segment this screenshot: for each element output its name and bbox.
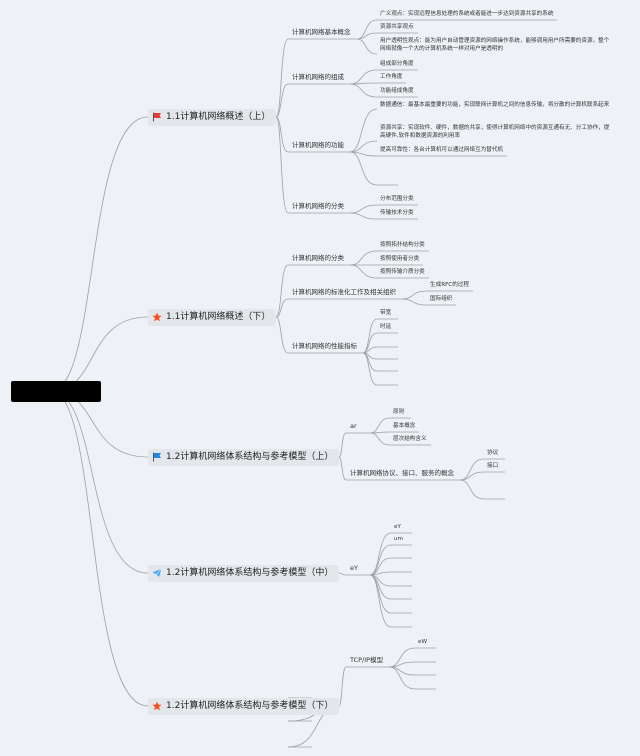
subtopic-1-2[interactable]: 计算机网络的组成 <box>292 73 344 81</box>
leaf-link-0-1-0 <box>349 69 378 85</box>
leaf-1-3-1[interactable]: 数据通信：最基本最重要的功能，实现联网计算机之间的信息传输，将分散的计算机联系起… <box>380 102 610 108</box>
subtopic-4-1[interactable]: eY <box>350 564 358 572</box>
orange-star-icon <box>152 312 162 322</box>
branch-link-4-0 <box>338 666 347 707</box>
leaf-1-2-2[interactable]: 工作角度 <box>380 74 403 80</box>
main-topic-4[interactable]: 1.2计算机网络体系结构与参考模型（中） <box>148 565 340 582</box>
leaf-link-0-3-1 <box>349 212 378 220</box>
subtopic-1-1[interactable]: 计算机网络基本概念 <box>292 28 351 36</box>
leaf-1-1-3[interactable]: 用户透明性观点：能为用户自动管理资源的网络操作系统，能够调用用户所需要的资源，整… <box>380 38 610 53</box>
leaf-3-2-1[interactable]: 协议 <box>487 450 499 456</box>
branch-link-0-1 <box>275 83 289 118</box>
subtopic-5-1[interactable]: TCP/IP模型 <box>350 656 384 664</box>
leaf-1-2-1[interactable]: 组成部分角度 <box>380 61 414 67</box>
main-topic-1[interactable]: 1.1计算机网络概述（上） <box>148 109 277 126</box>
leaf-link-0-2-0 <box>349 108 378 153</box>
leaf-link-1-2-1 <box>362 332 378 354</box>
leaf-link-1-0-0 <box>349 250 378 266</box>
subtopic-2-1[interactable]: 计算机网络的分类 <box>292 254 344 262</box>
leaf-link-3-0-0 <box>369 532 392 576</box>
subtopic-3-2[interactable]: 计算机网络协议、接口、服务的概念 <box>350 469 454 477</box>
leaf-2-3-2[interactable]: 时延 <box>380 324 392 330</box>
leaf-link-3-0-2 <box>369 557 392 576</box>
leaf-link-0-2-3 <box>349 151 378 186</box>
leaf-3-1-2[interactable]: 基本概念 <box>393 423 416 429</box>
leaf-2-1-2[interactable]: 按照使用者分类 <box>380 256 420 262</box>
leaf-link-1-2-0 <box>362 318 378 354</box>
leaf-link-0-0-2 <box>356 38 378 55</box>
branch-link-1-2 <box>275 316 289 354</box>
leaf-link-3-0-1 <box>369 544 392 576</box>
leaf-link-1-1-1 <box>401 298 428 306</box>
leaf-link-0-1-2 <box>349 83 378 98</box>
red-flag-icon <box>152 112 162 122</box>
leaf-3-1-1[interactable]: 原则 <box>393 409 405 415</box>
subtopic-1-3[interactable]: 计算机网络的功能 <box>292 141 344 149</box>
leaf-link-0-0-1 <box>356 32 378 40</box>
leaf-1-4-2[interactable]: 传输技术分类 <box>380 210 414 216</box>
mindmap-root[interactable] <box>11 381 101 402</box>
orange-star-icon <box>152 701 162 711</box>
leaf-link-0-0-0 <box>356 19 378 40</box>
blue-flag-icon <box>152 452 162 462</box>
paper-plane-icon <box>152 568 162 578</box>
leaf-link-1-1-0 <box>401 290 428 300</box>
branch-link-2-1 <box>338 456 347 481</box>
branch-link-1-1 <box>275 298 289 318</box>
leaf-1-1-1[interactable]: 广义观点：实现远程信息处理的系统或者能进一步达到资源共享的系统 <box>380 11 554 17</box>
leaf-link-2-1-2 <box>459 479 485 500</box>
leaf-link-4-0-3 <box>388 666 416 690</box>
leaf-2-3-1[interactable]: 带宽 <box>380 310 392 316</box>
leaf-link-0-2-1 <box>349 140 378 153</box>
branch-link-2-0 <box>338 432 347 458</box>
root-link-0 <box>50 116 149 392</box>
root-link-4 <box>50 390 149 707</box>
leaf-link-0-2-2 <box>349 151 378 157</box>
subtopic-2-3[interactable]: 计算机网络的性能指标 <box>292 342 357 350</box>
main-topic-5[interactable]: 1.2计算机网络体系结构与参考模型（下） <box>148 698 340 715</box>
leaf-link-2-0-0 <box>369 417 391 434</box>
leaf-4-1-2[interactable]: um <box>394 536 403 542</box>
leaf-link-2-1-1 <box>459 471 485 481</box>
leaf-link-3-0-7 <box>369 574 392 628</box>
branch-link-0-3 <box>275 116 289 214</box>
leaf-3-1-3[interactable]: 层次结构含义 <box>393 436 427 442</box>
subtopic-1-4[interactable]: 计算机网络的分类 <box>292 202 344 210</box>
leaf-2-2-1[interactable]: 生成RFC的过程 <box>430 282 469 288</box>
leaf-link-2-1-0 <box>459 458 485 481</box>
leaf-link-1-0-2 <box>349 264 378 279</box>
leaf-3-2-2[interactable]: 接口 <box>487 463 499 469</box>
leaf-2-1-3[interactable]: 按照传输介质分类 <box>380 269 425 275</box>
leaf-link-0-3-0 <box>349 204 378 214</box>
leaf-2-2-2[interactable]: 国际组织 <box>430 296 453 302</box>
main-topic-3[interactable]: 1.2计算机网络体系结构与参考模型（上） <box>148 449 340 466</box>
root-link-3 <box>50 390 149 574</box>
leaf-link-1-2-5 <box>362 352 378 386</box>
leaf-1-3-3[interactable]: 提高可靠性：各台计算机可以通过网络互为替代机 <box>380 147 504 153</box>
leaf-link-1-2-4 <box>362 352 378 372</box>
leaf-1-4-1[interactable]: 分布范围分类 <box>380 196 414 202</box>
subtopic-2-2[interactable]: 计算机网络的标准化工作及相关组织 <box>292 288 396 296</box>
branch-link-1-0 <box>275 264 289 318</box>
main-topic-2[interactable]: 1.1计算机网络概述（下） <box>148 309 277 326</box>
subtopic-3-1[interactable]: ar <box>350 422 357 430</box>
branch-link-3-0 <box>338 572 347 576</box>
leaf-1-3-2[interactable]: 资源共享：实现软件、硬件，数据的共享，使得计算机网络中的资源互通有无、分工协作，… <box>380 125 610 140</box>
leaf-1-2-3[interactable]: 功能组成角度 <box>380 88 414 94</box>
leaf-1-1-2[interactable]: 资源共享观点 <box>380 24 414 30</box>
branch-link-0-0 <box>275 38 289 118</box>
leaf-2-1-1[interactable]: 按照拓扑结构分类 <box>380 242 425 248</box>
leaf-link-4-0-0 <box>388 647 416 668</box>
leaf-link-2-0-2 <box>369 432 391 446</box>
leaf-4-1-1[interactable]: eY <box>394 524 401 530</box>
leaf-5-1-1[interactable]: eW <box>418 639 427 645</box>
leaf-link-3-0-5 <box>369 574 392 600</box>
